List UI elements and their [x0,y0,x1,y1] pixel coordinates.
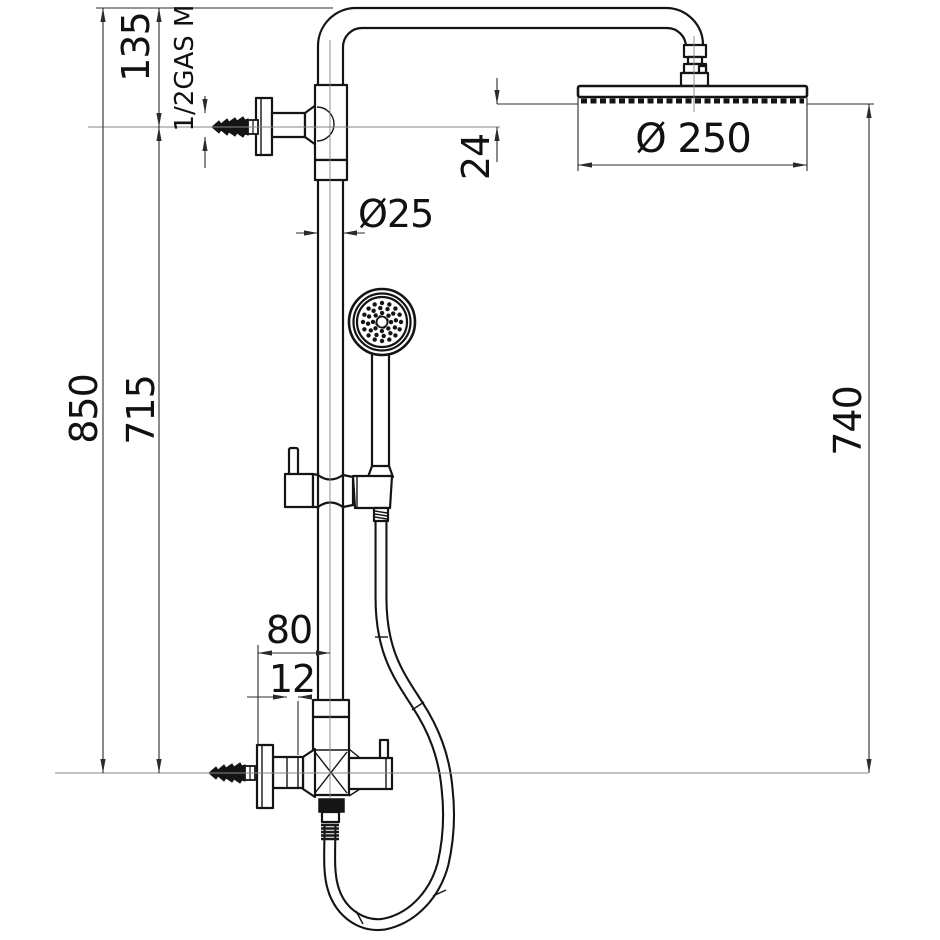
shower-hose [323,512,456,931]
dimension-lines [96,7,874,773]
wall-bracket-top [211,96,318,157]
dim-rail-height-label: 715 [119,375,163,445]
hand-shower-cradle [351,474,394,510]
dim-wall-to-riser-label: 80 [266,608,312,652]
centerlines [55,36,868,798]
dim-union-length-label: 12 [269,657,315,701]
dim-top-to-inlet-label: 135 [114,12,158,82]
dim-total-height-label: 850 [62,374,106,444]
dim-riser-diameter-label: Ø25 [358,192,433,236]
slider-bracket [283,446,355,509]
riser-tee-fitting [313,83,349,182]
dimension-labels: 850 715 135 1/2GAS M Ø 250 24 Ø25 740 80… [62,5,870,701]
rain-shower-head [576,84,809,104]
riser-pipe [316,180,345,700]
dim-head-diameter-label: Ø 250 [635,116,751,162]
hand-shower-handle [370,350,391,470]
hose-adapter [318,798,345,813]
head-swivel-connector [679,43,710,88]
diverter-valve [208,698,394,841]
dim-inlet-thread-label: 1/2GAS M [170,5,200,132]
valve-cartridge [347,756,394,791]
spray-nozzle-dots [360,300,404,344]
dim-head-drop-label: 24 [454,134,498,180]
slider-lock-lever [287,446,300,477]
shower-arm [316,6,705,86]
hand-shower [347,287,417,523]
wall-flange-bottom [255,743,275,810]
dim-head-to-valve-label: 740 [826,386,870,456]
